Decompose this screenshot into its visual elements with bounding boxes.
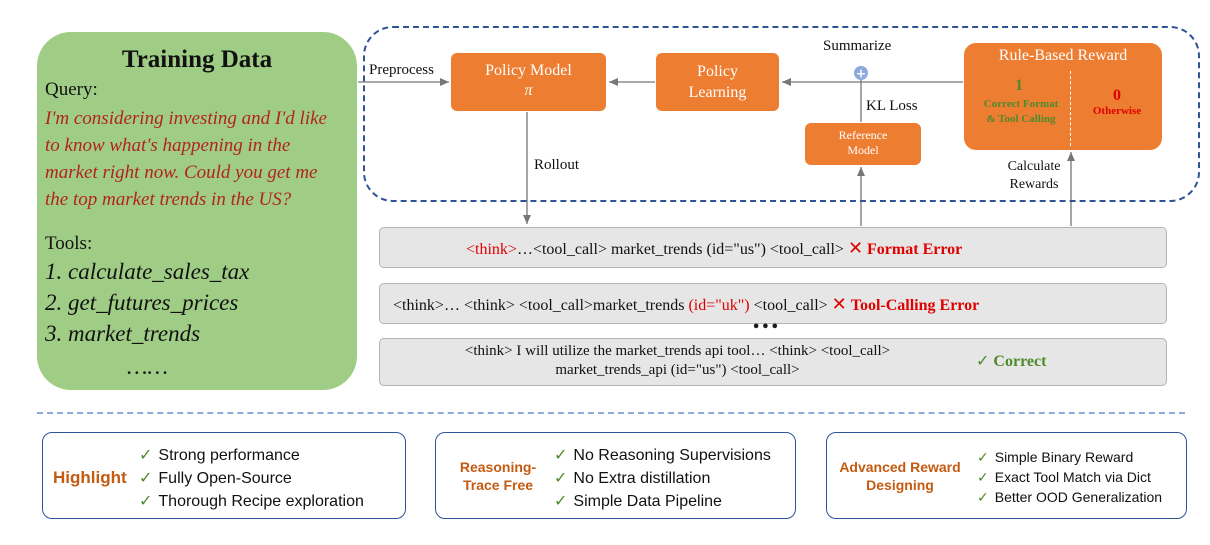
card-item-text: Thorough Recipe exploration bbox=[158, 493, 364, 510]
tool-item: 2. get_futures_prices bbox=[45, 290, 239, 315]
check-icon: ✓ bbox=[977, 450, 989, 466]
policy-learning-label-line1: Policy bbox=[697, 63, 738, 80]
card-item-text: Simple Binary Reward bbox=[994, 449, 1134, 465]
check-icon: ✓ bbox=[976, 351, 990, 370]
rollout-text: …<tool_call> market_trends (id="us") <to… bbox=[516, 241, 844, 258]
tool-item: 1. calculate_sales_tax bbox=[45, 259, 250, 284]
card-item-text: Simple Data Pipeline bbox=[573, 493, 722, 510]
rollout-correct-line2: market_trends_api (id="us") <tool_call> bbox=[555, 362, 800, 378]
highlight-card: Highlight ✓ Strong performance ✓ Fully Ope… bbox=[42, 432, 406, 519]
check-icon: ✓ bbox=[554, 468, 568, 487]
rollout-line: <think>… <think> <tool_call>market_trend… bbox=[393, 294, 979, 315]
reasoning-trace-free-card: Reasoning- Trace Free ✓ No Reasoning Supe… bbox=[435, 432, 796, 519]
reward-positive-line1: Correct Format bbox=[983, 98, 1059, 110]
rollout-text-b: <tool_call> bbox=[749, 297, 828, 314]
think-tag-highlight: <think> bbox=[466, 241, 517, 258]
card-item-text: Exact Tool Match via Dict bbox=[994, 469, 1151, 485]
card-item: ✓ Exact Tool Match via Dict bbox=[977, 469, 1151, 486]
advanced-reward-card: Advanced Reward Designing ✓ Simple Binary… bbox=[826, 432, 1187, 519]
reference-model-line2: Model bbox=[847, 143, 879, 157]
rollout-row-format-error: <think>…<tool_call> market_trends (id="u… bbox=[379, 227, 1167, 268]
wrong-argument-highlight: (id="uk") bbox=[688, 297, 750, 314]
tool-item: 3. market_trends bbox=[45, 321, 201, 346]
reference-model-box: Reference Model bbox=[805, 123, 921, 165]
rollout-verdict: ✓ Correct bbox=[976, 351, 1046, 371]
card-title-line1: Reasoning- bbox=[459, 459, 537, 475]
verdict-tool-calling-error: Tool-Calling Error bbox=[850, 297, 980, 314]
query-text: I'm considering investing and I'd like t… bbox=[45, 108, 327, 210]
rollout-line: <think> I will utilize the market_trends… bbox=[380, 342, 975, 380]
check-icon: ✓ bbox=[139, 491, 153, 510]
section-divider bbox=[37, 412, 1185, 414]
card-item-text: Fully Open-Source bbox=[158, 470, 292, 487]
card-title-line2: Trace Free bbox=[462, 477, 534, 493]
rollout-label: Rollout bbox=[534, 157, 580, 173]
plus-glyph: + bbox=[856, 67, 866, 81]
card-item: ✓ Better OOD Generalization bbox=[977, 489, 1162, 506]
tools-label: Tools: bbox=[45, 233, 93, 254]
card-title: Highlight bbox=[53, 468, 127, 487]
preprocess-label: Preprocess bbox=[369, 62, 434, 78]
policy-symbol: π bbox=[524, 82, 533, 99]
training-data-panel: Training Data Query: I'm considering inv… bbox=[37, 32, 357, 390]
policy-learning-box: Policy Learning bbox=[656, 53, 779, 111]
error-x-icon: ✕ bbox=[831, 294, 847, 315]
reward-negative-value: 0 bbox=[1113, 87, 1121, 104]
check-icon: ✓ bbox=[977, 470, 989, 486]
card-item: ✓ Simple Data Pipeline bbox=[554, 491, 722, 511]
card-item: ✓ Simple Binary Reward bbox=[977, 449, 1133, 466]
summarize-label: Summarize bbox=[823, 38, 892, 54]
calculate-rewards-label: Calculate Rewards bbox=[1000, 158, 1068, 194]
reference-model-line1: Reference bbox=[838, 128, 888, 142]
training-data-title: Training Data bbox=[121, 46, 273, 73]
reward-positive-line2: & Tool Calling bbox=[986, 113, 1056, 125]
reward-negative-label: Otherwise bbox=[1092, 105, 1142, 117]
rollout-line: <think>…<tool_call> market_trends (id="u… bbox=[466, 238, 962, 259]
tools-ellipsis: …… bbox=[127, 354, 168, 379]
check-icon: ✓ bbox=[139, 468, 153, 487]
check-icon: ✓ bbox=[139, 445, 153, 464]
policy-model-label: Policy Model bbox=[485, 62, 572, 79]
rule-based-reward-box: Rule-Based Reward 1 Correct Format & Too… bbox=[964, 43, 1162, 150]
verdict-format-error: Format Error bbox=[867, 241, 963, 258]
reward-divider bbox=[1070, 71, 1071, 146]
verdict-correct: Correct bbox=[993, 353, 1047, 370]
rollout-text-a: <think>… <think> <tool_call>market_trend… bbox=[393, 297, 689, 314]
card-title-line1: Advanced Reward bbox=[839, 459, 961, 475]
error-x-icon: ✕ bbox=[847, 238, 864, 259]
policy-model-box: Policy Model π bbox=[451, 53, 606, 111]
card-item: ✓ No Extra distillation bbox=[554, 468, 710, 488]
rollout-row-tool-calling-error: <think>… <think> <tool_call>market_trend… bbox=[379, 283, 1167, 324]
card-title: Reasoning- Trace Free bbox=[448, 458, 548, 494]
rollout-ellipsis: ••• bbox=[752, 320, 780, 335]
calculate-rewards-line2: Rewards bbox=[1009, 177, 1059, 192]
policy-learning-label-line2: Learning bbox=[688, 84, 747, 101]
rl-training-region bbox=[363, 26, 1200, 202]
calculate-rewards-line1: Calculate bbox=[1007, 159, 1061, 174]
check-icon: ✓ bbox=[554, 491, 568, 510]
check-icon: ✓ bbox=[554, 445, 568, 464]
rollout-row-correct: <think> I will utilize the market_trends… bbox=[379, 338, 1167, 386]
reward-title: Rule-Based Reward bbox=[998, 47, 1128, 64]
reward-positive-label: Correct Format & Tool Calling bbox=[966, 97, 1076, 127]
summarize-node-icon bbox=[854, 66, 868, 80]
card-item-text: Better OOD Generalization bbox=[994, 489, 1163, 505]
query-label: Query: bbox=[45, 79, 98, 100]
kl-loss-label: KL Loss bbox=[866, 98, 918, 114]
card-item: ✓ Strong performance bbox=[139, 445, 300, 465]
card-item: ✓ Fully Open-Source bbox=[139, 468, 292, 488]
rollout-correct-line1: <think> I will utilize the market_trends… bbox=[464, 343, 891, 359]
card-item: ✓ No Reasoning Supervisions bbox=[554, 445, 771, 465]
card-item: ✓ Thorough Recipe exploration bbox=[139, 491, 364, 511]
card-item-text: No Reasoning Supervisions bbox=[573, 447, 771, 464]
check-icon: ✓ bbox=[977, 490, 989, 506]
card-item-text: No Extra distillation bbox=[573, 470, 711, 487]
card-title-line2: Designing bbox=[866, 477, 934, 493]
card-item-text: Strong performance bbox=[158, 447, 300, 464]
reward-positive-value: 1 bbox=[1015, 77, 1023, 94]
card-title: Advanced Reward Designing bbox=[831, 458, 969, 494]
